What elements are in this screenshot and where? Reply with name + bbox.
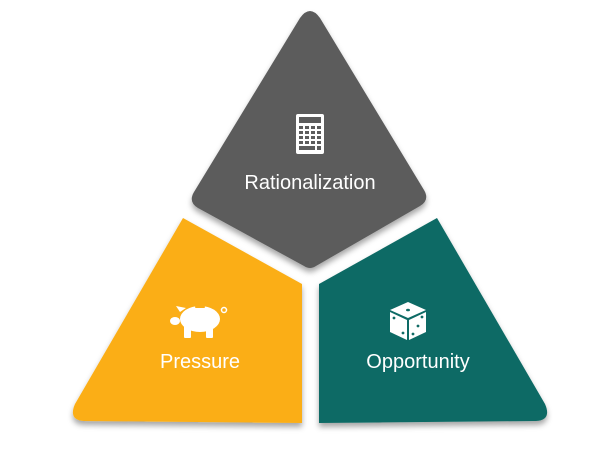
pressure-label: Pressure bbox=[159, 351, 241, 373]
opportunity-segment bbox=[319, 218, 548, 423]
calculator-icon bbox=[296, 114, 324, 154]
dice-icon bbox=[390, 302, 426, 340]
opportunity-label: Opportunity bbox=[366, 351, 470, 373]
piggy-bank-icon bbox=[170, 306, 228, 338]
rationalization-label: Rationalization bbox=[244, 172, 376, 194]
